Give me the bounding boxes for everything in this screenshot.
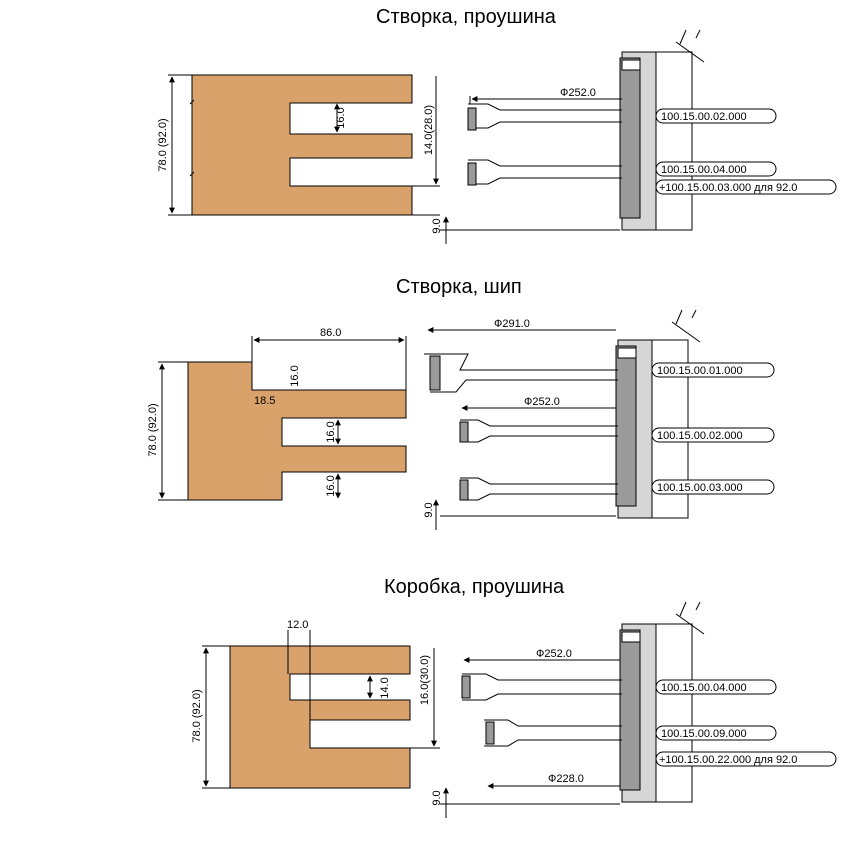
section-3-diameter1-label: Ф252.0 [536,648,572,660]
section-3-part-labels: 100.15.00.04.000 100.15.00.09.000 +100.1… [655,679,837,767]
section-2-title: Створка, шип [396,276,522,298]
section-1-part-labels: 100.15.00.02.000 100.15.00.04.000 +100.1… [655,108,837,195]
section-2-diameter1-label: Ф291.0 [494,318,530,330]
section-2-top-label: 16.0 [289,365,301,386]
section-2-drawing: 78.0 (92.0) 86.0 18.5 16.0 16.0 16.0 9.0 [147,309,775,530]
part-label: 100.15.00.04.000 [661,682,747,694]
section-1-tool: Ф252.0 [467,29,705,231]
section-2-profile [187,361,407,501]
section-2-step-label: 18.5 [254,395,275,407]
section-2-width-label: 86.0 [320,327,341,339]
section-3-title: Коробка, проушина [384,576,565,598]
part-label: +100.15.00.22.000 для 92.0 [659,754,797,766]
section-2-height-label: 78.0 (92.0) [147,403,159,456]
section-2-bottom-label: 16.0 [325,475,337,496]
section-1-profile [191,74,413,216]
section-2-mid-label: 16.0 [325,421,337,442]
section-3-width-label: 12.0 [287,619,308,631]
section-3-tool: Ф252.0 Ф228.0 [461,601,705,803]
section-1-slot-label: 16.0 [335,107,347,128]
section-3-offset-label: 16.0(30.0) [419,655,431,705]
section-1-height-label: 78.0 (92.0) [157,118,169,171]
section-3-drawing: 78.0 (92.0) 12.0 14.0 16.0(30.0) 9.0 [191,601,837,818]
section-1-drawing: 78.0 (92.0) 16.0 14.0(28.0) 9.0 [157,29,837,244]
section-1-offset-label: 14.0(28.0) [423,105,435,155]
section-3-profile [229,645,411,789]
section-1-base-label: 9.0 [431,218,443,233]
section-2-base-label: 9.0 [423,502,435,517]
part-label: 100.15.00.02.000 [661,111,747,123]
section-2-diameter2-label: Ф252.0 [524,396,560,408]
part-label: 100.15.00.09.000 [661,728,747,740]
part-label: +100.15.00.03.000 для 92.0 [659,182,797,194]
section-3-diameter2-label: Ф228.0 [548,773,584,785]
section-3-height-label: 78.0 (92.0) [191,689,203,742]
section-1-title: Створка, проушина [376,6,556,28]
part-label: 100.15.00.01.000 [657,365,743,377]
section-3-slot-label: 14.0 [379,677,391,698]
section-2-part-labels: 100.15.00.01.000 100.15.00.02.000 100.15… [651,362,775,495]
part-label: 100.15.00.02.000 [657,430,743,442]
section-3-base-label: 9.0 [431,790,443,805]
part-label: 100.15.00.04.000 [661,164,747,176]
part-label: 100.15.00.03.000 [657,482,743,494]
section-1-diameter-label: Ф252.0 [560,87,596,99]
